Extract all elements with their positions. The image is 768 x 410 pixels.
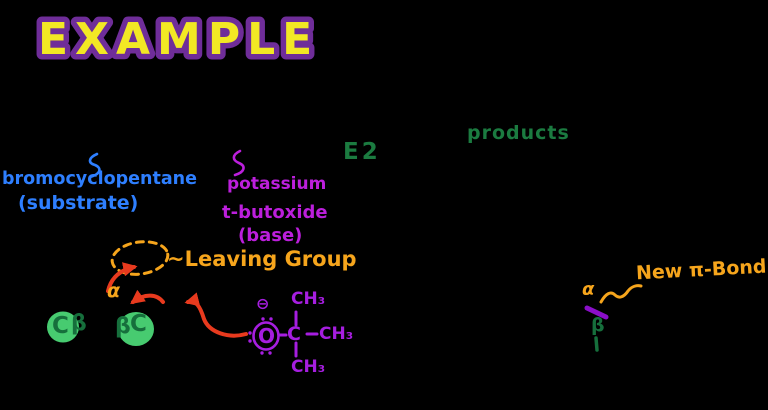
base-name-line1: potassium (227, 174, 327, 194)
leaving-group-label: ~Leaving Group (167, 247, 357, 271)
leaving-group-dashed-circle (110, 240, 170, 276)
base-attack-arrow (184, 292, 248, 338)
products-label: products (467, 122, 570, 144)
beta-label-product: β (591, 314, 605, 336)
methyl-group-right: CH₃ (319, 324, 354, 344)
negative-charge-symbol: ⊖ (256, 294, 270, 313)
page-title: EXAMPLE (38, 14, 319, 65)
substrate-pointer-squiggle (88, 152, 101, 179)
base-name-line2: t-butoxide (222, 202, 328, 223)
beta-carbon-right-symbol: C (130, 311, 147, 337)
alpha-carbon-label-substrate: α (107, 280, 121, 302)
substrate-role-label: (substrate) (18, 192, 139, 214)
methyl-group-top: CH₃ (291, 289, 326, 309)
alpha-carbon-label-product: α (582, 279, 595, 300)
electron-arrow-to-leaving-group (106, 262, 138, 293)
base-pointer-squiggle (232, 149, 245, 177)
title-block: EXAMPLE (33, 9, 319, 71)
oxygen-lone-pair-dots (248, 317, 273, 355)
beta-label-right: β (115, 314, 131, 339)
beta-carbon-highlight-right (118, 312, 154, 346)
oxygen-circle-outline (252, 321, 280, 351)
product-beta-bond-stub (594, 336, 599, 352)
beta-carbon-left-symbol: C (52, 313, 69, 339)
oxygen-symbol: O (258, 324, 276, 348)
base-role-label: (base) (238, 225, 303, 246)
reaction-type-label: E2 (343, 139, 381, 165)
electron-arrow-beta-hydrogen (130, 289, 165, 305)
beta-carbon-highlight-left (47, 311, 79, 343)
substrate-name-label: bromocyclopentane (2, 169, 197, 189)
methyl-group-bottom: CH₃ (291, 357, 326, 377)
central-carbon-symbol: C (287, 323, 301, 345)
beta-label-left: β (71, 311, 87, 336)
new-pi-bond-pointer-squiggle (599, 284, 643, 304)
tbutoxide-bonds (278, 310, 319, 358)
new-pi-bond-line (584, 305, 609, 320)
